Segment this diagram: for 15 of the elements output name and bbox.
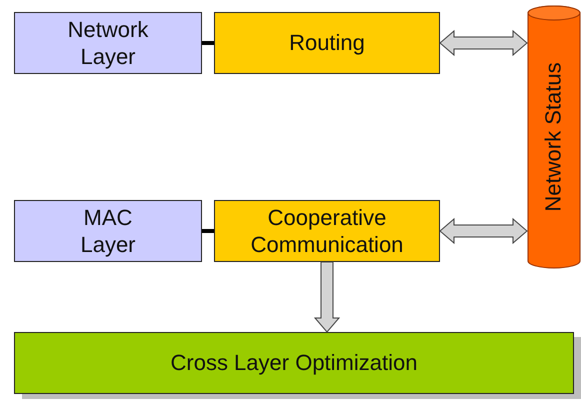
block-arrow [314, 262, 340, 333]
layer-box [14, 200, 202, 262]
connector-line [202, 229, 214, 233]
box-label: Cross Layer Optimization [170, 349, 418, 377]
box-label: MAC Layer [79, 204, 137, 258]
double-block-arrow [439, 30, 528, 56]
box-label: Network Layer [66, 16, 150, 70]
connector-line [202, 41, 214, 45]
box-label: Routing [289, 29, 365, 57]
layer-box [14, 12, 202, 74]
cylinder-label: Network Status [541, 62, 567, 212]
box-label: Cooperative Communication [250, 204, 404, 258]
function-box [214, 12, 440, 74]
function-box [214, 200, 440, 262]
double-block-arrow [439, 218, 528, 244]
